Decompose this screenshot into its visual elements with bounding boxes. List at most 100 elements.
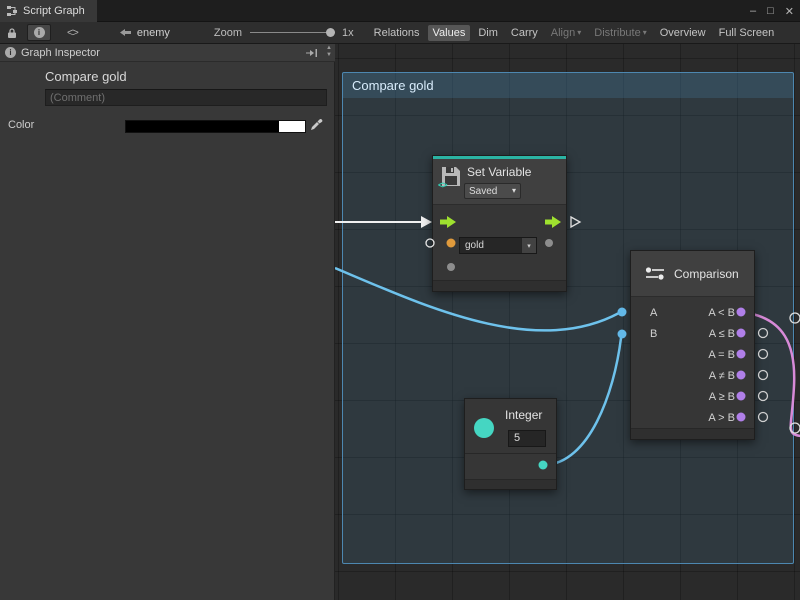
group-header[interactable]: Compare gold [343, 73, 793, 98]
info-icon: i [33, 27, 45, 38]
wire-integer-to-b [544, 337, 623, 467]
color-field-label: Color [8, 119, 35, 131]
output-label: A = B [708, 349, 735, 361]
zoom-slider-knob[interactable] [326, 28, 336, 37]
output-label: A ≤ B [708, 328, 735, 340]
toolbar-button-distribute[interactable]: Distribute ▾ [594, 26, 647, 39]
code-icon[interactable]: <> [67, 26, 79, 39]
panel-scroll-arrows[interactable]: ▲ ▼ [326, 45, 332, 59]
code-badge-icon: <> [438, 180, 447, 190]
unconnected-port-bubble[interactable] [757, 348, 769, 360]
group-title: Compare gold [352, 78, 434, 93]
output-label: A ≠ B [708, 370, 735, 382]
flow-in-arrow-icon[interactable] [440, 216, 456, 228]
zoom-value: 1x [342, 26, 354, 39]
inspector-toggle-button[interactable]: i [27, 24, 51, 41]
port-a-lte-b[interactable] [736, 328, 746, 338]
tab-label: Script Graph [23, 5, 85, 17]
comment-input[interactable] [45, 89, 327, 106]
flow-out-bubble[interactable] [570, 215, 582, 229]
variable-scope-dropdown[interactable]: Saved ▾ [464, 183, 521, 199]
unconnected-port-bubble[interactable] [757, 411, 769, 423]
port-a-gte-b[interactable] [736, 391, 746, 401]
input-a-label: A [650, 307, 658, 319]
unconnected-port-bubble[interactable] [425, 238, 435, 248]
node-divider [465, 453, 556, 454]
port-a-eq-b[interactable] [736, 349, 746, 359]
minimize-icon[interactable]: – [750, 5, 757, 17]
input-b-label: B [650, 328, 658, 340]
graph-inspector-panel: i Graph Inspector ▲ ▼ Compare gold Color [0, 44, 335, 600]
node-footer [631, 428, 754, 439]
port-comparison-a[interactable] [617, 307, 627, 317]
color-swatch-alpha [279, 121, 305, 132]
node-title: Set Variable [467, 165, 532, 179]
dock-icon[interactable] [305, 48, 318, 58]
port-comparison-b[interactable] [617, 329, 627, 339]
graph-arrow-icon [119, 28, 131, 36]
zoom-slider-track[interactable] [250, 32, 336, 33]
port-a-gt-b[interactable] [736, 412, 746, 422]
node-footer [433, 280, 566, 291]
node-set-variable[interactable]: <> Set Variable Saved ▾ gold ▾ [432, 155, 567, 292]
node-footer [465, 479, 556, 489]
ports-layer [425, 215, 800, 470]
scroll-up-icon[interactable]: ▲ [326, 45, 332, 51]
port-a-neq-b[interactable] [736, 370, 746, 380]
output-label: A > B [708, 412, 735, 424]
maximize-icon[interactable]: □ [767, 5, 774, 17]
toolbar-button-align[interactable]: Align ▾ [550, 26, 582, 39]
color-swatch[interactable] [125, 120, 306, 133]
graph-canvas[interactable]: Compare gold <> Set Variable Saved ▾ [335, 44, 800, 600]
unconnected-port-bubble[interactable] [757, 327, 769, 339]
eyedropper-icon[interactable] [310, 117, 324, 131]
chevron-down-icon: ▾ [521, 238, 536, 253]
toolbar-button-fullscreen[interactable]: Full Screen [718, 26, 775, 39]
inspector-header: i Graph Inspector [0, 44, 335, 62]
node-title: Comparison [674, 266, 739, 281]
node-header[interactable]: Comparison [631, 251, 754, 297]
breadcrumb-graph[interactable]: enemy [119, 26, 170, 39]
script-graph-icon [7, 6, 17, 16]
variable-name-dropdown[interactable]: gold ▾ [459, 237, 537, 254]
zoom-slider[interactable] [250, 28, 336, 38]
port-integer-output[interactable] [538, 460, 548, 470]
info-icon: i [5, 47, 16, 58]
unconnected-port-bubble[interactable] [757, 390, 769, 402]
scroll-down-icon[interactable]: ▼ [326, 52, 332, 58]
toolbar-button-carry[interactable]: Carry [510, 26, 538, 39]
toolbar-button-relations[interactable]: Relations [373, 26, 420, 39]
close-icon[interactable]: ✕ [784, 5, 794, 18]
port-setvar-output[interactable] [545, 239, 553, 247]
inspector-header-label: Graph Inspector [21, 46, 100, 59]
toolbar-button-overview[interactable]: Overview [659, 26, 706, 39]
node-comparison[interactable]: Comparison A B A < B A ≤ B A = B A ≠ B A… [630, 250, 755, 440]
wire-flow-arrowhead [421, 216, 432, 228]
chevron-down-icon: ▾ [577, 27, 582, 37]
save-variable-icon [442, 167, 460, 186]
toolbar-button-values[interactable]: Values [427, 24, 471, 41]
wire-value-a [335, 266, 620, 332]
chevron-down-icon: ▾ [511, 186, 516, 195]
toolbar-button-dim[interactable]: Dim [478, 26, 498, 39]
breadcrumb-label: enemy [136, 26, 170, 39]
output-label: A < B [708, 307, 735, 319]
unconnected-port-bubble[interactable] [757, 369, 769, 381]
port-a-lt-b[interactable] [736, 307, 746, 317]
port-variable-name[interactable] [446, 238, 456, 248]
tab-script-graph[interactable]: Script Graph [0, 0, 97, 22]
node-integer[interactable]: Integer 5 [464, 398, 557, 490]
edge-port-bubble[interactable] [789, 422, 800, 434]
flow-out-arrow-icon[interactable] [545, 216, 561, 228]
lock-icon[interactable] [6, 24, 18, 42]
comparison-icon [645, 266, 664, 280]
edge-port-bubble[interactable] [789, 312, 800, 324]
title-bar: Script Graph – □ ✕ [0, 0, 800, 22]
output-label: A ≥ B [708, 391, 735, 403]
inspector-graph-title: Compare gold [45, 69, 127, 84]
integer-value-input[interactable]: 5 [508, 430, 546, 447]
port-setvar-fallback[interactable] [447, 263, 455, 271]
integer-type-icon [474, 418, 494, 438]
node-accent-strip [433, 156, 566, 159]
graph-toolbar: i <> enemy Zoom 1x Relations Values Dim … [0, 22, 800, 44]
